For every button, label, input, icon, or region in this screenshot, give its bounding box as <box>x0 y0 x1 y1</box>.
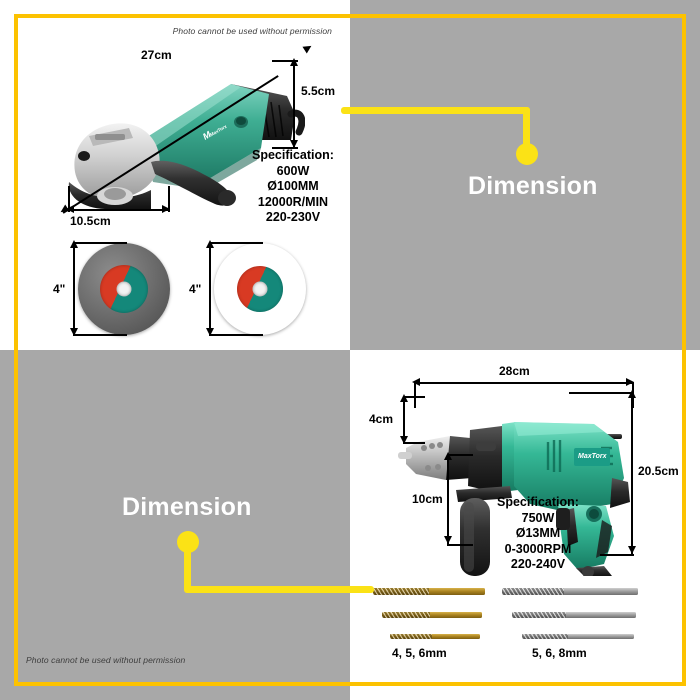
callout-connector-top-vertical <box>523 107 530 155</box>
drill-handle-tick-bottom <box>447 544 473 546</box>
grinder-width-arrow-left <box>66 205 74 213</box>
grinding-disc-arrow-top <box>70 240 78 248</box>
grinder-width-label: 10.5cm <box>70 214 111 228</box>
drill-chuck-tick-bottom <box>403 442 425 444</box>
grinder-width-rule <box>68 209 170 211</box>
drill-length-arrow-left <box>412 378 420 386</box>
svg-text:M: M <box>201 129 213 142</box>
grinder-spec-power: 600W <box>276 163 310 178</box>
cutting-disc-arrow-top <box>206 240 214 248</box>
grinder-spec-speed: 12000R/MIN <box>257 194 329 209</box>
grinding-disc-rule <box>73 242 75 336</box>
grinder-width-tick-right <box>168 186 170 212</box>
drill-spec-voltage: 220-240V <box>510 557 566 571</box>
callout-dot-top <box>516 143 538 165</box>
drill-handle-tick-top <box>447 454 473 456</box>
drill-length-tick-left <box>414 382 416 408</box>
drill-chuck-arrow-bottom <box>400 436 408 444</box>
panel-impact-drill: 28cm 4cm 10cm 20.5cm <box>350 350 700 700</box>
grinder-length-arrow-end <box>302 42 314 54</box>
masonry-bit-set-label: 5, 6, 8mm <box>532 646 587 660</box>
callout-connector-bottom-vertical <box>184 548 191 592</box>
drill-height-tick-bottom <box>600 554 634 556</box>
cutting-disc-rule <box>209 242 211 336</box>
drill-height-tick-top <box>569 392 633 394</box>
drill-handle-arrow-bottom <box>444 536 452 544</box>
drill-spec-speed: 0-3000RPM <box>504 541 572 556</box>
drill-handle-arrow-top <box>444 452 452 460</box>
drill-handle-rule <box>447 454 449 546</box>
angle-grinder-image: M MaxTorx <box>55 62 306 210</box>
cutting-disc-tick-top <box>209 242 263 244</box>
grinder-height-tick-bottom <box>272 147 298 149</box>
grinding-disc-tick-bottom <box>73 334 127 336</box>
panel-angle-grinder: 27cm 5.5cm 10.5cm <box>0 0 350 350</box>
drill-height-rule <box>631 392 633 556</box>
drill-spec-power: 750W <box>521 510 555 525</box>
grinder-length-label: 27cm <box>141 48 172 62</box>
callout-dot-bottom <box>177 531 199 553</box>
grinder-height-arrow-top <box>290 58 298 66</box>
cutting-disc-image <box>214 243 306 335</box>
grinder-width-arrow-right <box>162 205 170 213</box>
drill-length-label: 28cm <box>499 364 530 378</box>
callout-connector-top-horizontal <box>341 107 530 114</box>
dimension-title-bottom-left: Dimension <box>122 493 252 521</box>
grinder-height-rule <box>293 60 295 148</box>
drill-length-rule <box>414 382 634 384</box>
grinder-spec-heading: Specification: <box>252 148 334 162</box>
drill-spec-heading: Specification: <box>497 495 579 509</box>
svg-text:MaxTorx: MaxTorx <box>578 453 608 460</box>
drill-length-arrow-right <box>626 378 634 386</box>
drill-chuck-tick-top <box>403 396 425 398</box>
impact-drill-image: MaxTorx <box>398 386 648 578</box>
grinder-width-tick-left <box>68 186 70 212</box>
drill-height-label: 20.5cm <box>638 464 679 478</box>
grinding-disc-arrow-bottom <box>70 328 78 336</box>
grinder-specification: Specification: 600W Ø100MM 12000R/MIN 22… <box>252 148 334 226</box>
grinder-height-arrow-bottom <box>290 140 298 148</box>
grinder-spec-voltage: 220-230V <box>265 210 321 224</box>
watermark-bottom: Photo cannot be used without permission <box>26 655 186 665</box>
cutting-disc-size-label: 4" <box>189 282 202 296</box>
grinding-disc-tick-top <box>73 242 127 244</box>
grinder-height-tick-top <box>272 60 298 62</box>
callout-connector-bottom-horizontal <box>184 586 374 593</box>
drill-height-arrow-bottom <box>628 546 636 554</box>
drill-handle-label: 10cm <box>412 492 443 506</box>
watermark-top: Photo cannot be used without permission <box>172 26 332 36</box>
hss-bit-set-label: 4, 5, 6mm <box>392 646 447 660</box>
panel-dimension-top-right: Dimension <box>350 0 700 350</box>
dimension-title-top-right: Dimension <box>468 172 598 200</box>
grinding-disc-image <box>78 243 170 335</box>
grinder-spec-disc: Ø100MM <box>267 179 319 193</box>
drill-height-arrow-top <box>628 390 636 398</box>
drill-chuck-rule <box>403 396 405 444</box>
drill-specification: Specification: 750W Ø13MM 0-3000RPM 220-… <box>497 495 579 573</box>
grinder-height-label: 5.5cm <box>301 84 336 98</box>
cutting-disc-arrow-bottom <box>206 328 214 336</box>
panel-dimension-bottom-left: Dimension <box>0 350 350 700</box>
cutting-disc-tick-bottom <box>209 334 263 336</box>
drill-spec-chuck: Ø13MM <box>515 526 561 540</box>
grinding-disc-size-label: 4" <box>53 282 66 296</box>
drill-chuck-arrow-top <box>400 394 408 402</box>
drill-chuck-label: 4cm <box>369 412 394 426</box>
